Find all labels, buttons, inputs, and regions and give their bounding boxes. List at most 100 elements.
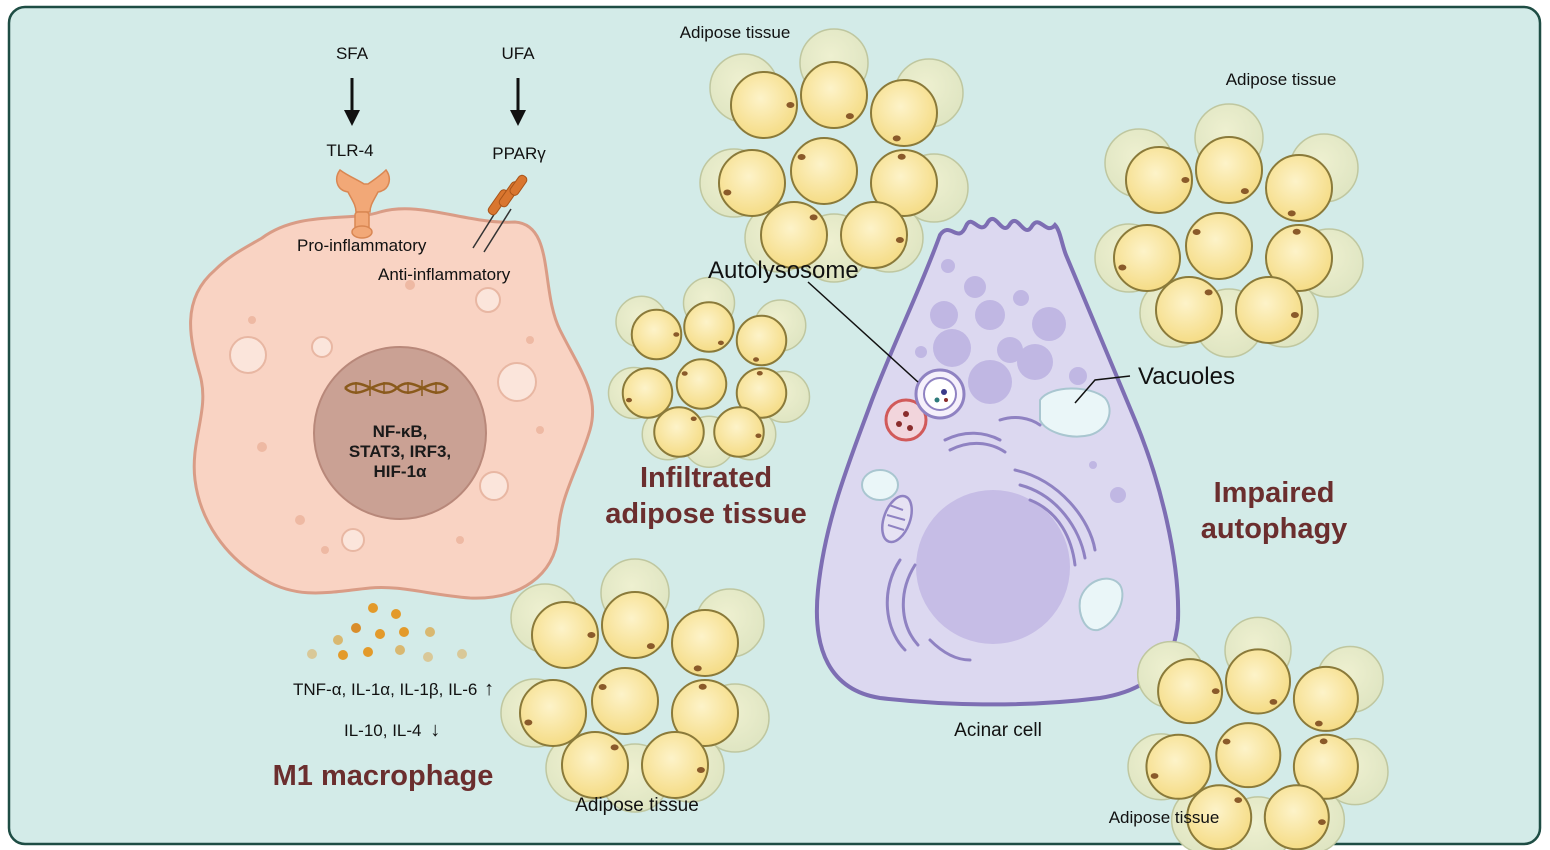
adipocyte [653,406,705,458]
adipocyte [519,679,587,747]
adipocyte-nucleus [646,643,655,650]
adipose-tissue-label-right: Adipose tissue [1225,70,1337,89]
m1-macrophage-title: M1 macrophage [272,760,494,792]
cytokines-up-text: TNF-α, IL-1α, IL-1β, IL-6 [293,680,478,699]
adipocyte-nucleus [1234,797,1243,804]
impaired-autophagy-heading: Impaired autophagy [1201,475,1348,547]
tlr4-receptor-icon [335,168,391,239]
infiltrated-adipose-heading: Infiltrated adipose tissue [605,460,806,532]
mitochondrion-icon [881,494,913,544]
autolysosome-icon [884,368,966,442]
adipocyte-nucleus [1150,773,1159,779]
adipose-tissue-clusters [500,28,1389,850]
adipocyte [630,308,683,361]
adipocyte-nucleus [723,189,732,196]
adipocyte-nucleus [610,744,619,751]
dna-helix-icon [344,380,449,396]
adipocyte-nucleus [717,340,724,346]
sfa-label: SFA [335,44,369,63]
adipose-cluster-top [699,28,969,283]
adipocyte [1113,224,1181,292]
autolysosome-label: Autolysosome [708,257,859,284]
adipocyte [621,367,674,419]
adipocyte [1125,146,1193,214]
adipocyte [713,406,765,458]
adipocyte-nucleus [1292,228,1301,235]
ppar-receptor-icon [472,174,528,253]
adipocyte-nucleus [797,154,806,161]
adipocyte [675,358,728,410]
adipocyte-nucleus [756,371,763,376]
adipose-tissue-label-bottom-right: Adipose tissue [1108,808,1220,827]
adipocyte-nucleus [892,135,901,142]
adipocyte [641,731,709,799]
ufa-label: UFA [501,44,535,63]
adipocyte [1263,784,1330,850]
adipocyte-nucleus [1318,819,1326,826]
adipose-tissue-label-bottom: Adipose tissue [575,795,699,816]
adipocyte-nucleus [897,153,906,160]
adipocyte [671,679,739,747]
adipocyte-nucleus [681,371,688,376]
adipocyte [683,301,735,353]
transcription-factors-label: NF-κB, STAT3, IRF3, HIF-1α [348,422,452,481]
adipocyte-nucleus [1269,698,1278,705]
adipocyte-nucleus [1314,720,1323,727]
cytokines-up-label: TNF-α, IL-1α, IL-1β, IL-6 ↑ [293,678,494,701]
adipocyte-nucleus [786,102,795,108]
adipocyte-nucleus [673,332,680,337]
adipocyte [601,591,669,659]
adipocyte [1185,212,1253,280]
cytokines-down-label: IL-10, IL-4 ↓ [344,719,440,742]
adipocyte [1292,733,1359,800]
adipocyte-nucleus [895,237,904,244]
infiltrated-heading-line1: Infiltrated [639,462,773,494]
adipocyte-nucleus [1222,738,1231,745]
adipocyte-nucleus [1319,738,1328,745]
adipocyte [870,149,938,217]
acinar-cell-label: Acinar cell [954,720,1042,741]
adipocyte [1292,665,1359,732]
adipocyte [730,71,798,139]
adipose-cluster-bottom-right [1127,616,1389,850]
pro-inflammatory-label: Pro-inflammatory [297,236,427,255]
ppar-label: PPARγ [492,144,546,163]
sfa-arrow [344,78,360,126]
adipocyte [1145,733,1212,800]
adipocyte [790,137,858,205]
adipocyte [1155,276,1223,344]
adipocyte-nucleus [626,397,633,403]
adipocyte-nucleus [1240,188,1249,195]
adipocyte-nucleus [1287,210,1296,217]
adipocyte-nucleus [1211,688,1220,695]
tlr4-label: TLR-4 [326,141,374,160]
adipocyte [531,601,599,669]
cytokine-dots-icon [307,603,467,662]
macrophage-cell [189,207,595,600]
acinar-cell [814,217,1181,707]
adipocyte-nucleus [1192,229,1201,236]
impaired-heading-line2: autophagy [1200,513,1348,545]
adipocyte [591,667,659,735]
adipocyte-nucleus [755,433,762,439]
adipose-cluster-infiltrated [607,276,811,468]
macrophage-nucleus [313,346,487,520]
adipocyte-nucleus [1290,312,1299,319]
adipocyte-nucleus [1204,289,1213,296]
adipocyte-nucleus [696,767,705,774]
vacuole-icons [861,387,1124,632]
adipocyte [735,367,788,419]
adipocyte-nucleus [587,632,596,638]
impaired-heading-line1: Impaired [1213,477,1335,509]
infiltrated-heading-line2: adipose tissue [605,498,807,530]
acinar-nucleus [916,490,1070,644]
up-arrow-icon: ↑ [484,678,495,700]
adipocyte-nucleus [753,357,760,362]
adipocyte-nucleus [1181,177,1190,183]
adipocyte [1215,722,1282,789]
cytokines-down-text: IL-10, IL-4 [344,721,422,740]
adipocyte-nucleus [809,214,818,221]
adipocyte [1265,224,1333,292]
adipocyte [800,61,868,129]
